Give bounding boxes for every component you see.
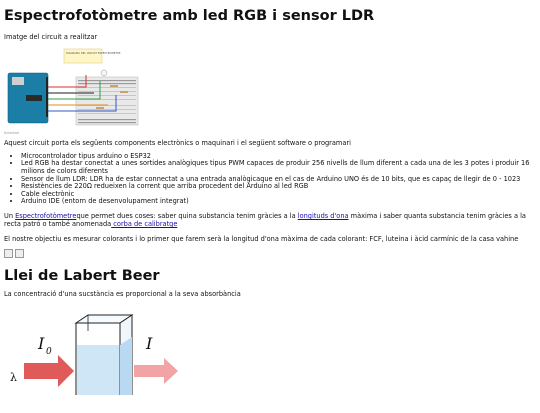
cuvette-illustration: I 0 I λ bbox=[10, 313, 178, 404]
circuit-image: DIAGRAMA DEL CIRCUIT ESPECTROMETRE tinke… bbox=[4, 47, 139, 136]
list-item: Led RGB ha destar conectat a unes sortid… bbox=[21, 160, 536, 175]
wavelength-link[interactable]: longituds d'ona bbox=[297, 211, 349, 220]
beer-lambert-text: La concentració d'una sucstància es prop… bbox=[4, 290, 241, 299]
components-list: Microcontrolador tipus arduino o ESP32 L… bbox=[4, 152, 536, 206]
incident-intensity-subscript: 0 bbox=[46, 347, 52, 357]
circuit-caption: Imatge del circuit a realitzar bbox=[4, 33, 98, 41]
incident-intensity-label: I bbox=[37, 334, 45, 353]
list-item: Microcontrolador tipus arduino o ESP32 bbox=[21, 152, 536, 161]
list-item: Resistències de 220Ω redueixen la corren… bbox=[21, 183, 536, 191]
broken-images bbox=[4, 249, 536, 259]
spectrophotometer-paragraph: Un Espectrofotòmetreque permet dues cose… bbox=[4, 211, 526, 229]
beer-lambert-figure: I 0 I λ bbox=[4, 305, 204, 404]
list-item: Arduino IDE (entorn de desenvolupament i… bbox=[21, 198, 536, 206]
spectrophotometer-link[interactable]: Espectrofotòmetre bbox=[15, 211, 77, 220]
broken-image-icon bbox=[15, 249, 24, 259]
objective-paragraph: El nostre objectiu es mesurar colorants … bbox=[4, 234, 519, 243]
image-credit: tinkerkad bbox=[4, 131, 19, 136]
calibration-curve-link[interactable]: corba de calibratge bbox=[111, 220, 178, 229]
circuit-diagram-illustration: DIAGRAMA DEL CIRCUIT ESPECTROMETRE bbox=[7, 49, 139, 126]
broken-image-icon bbox=[4, 249, 13, 259]
lambda-label: λ bbox=[10, 371, 17, 384]
transmitted-intensity-label: I bbox=[145, 334, 153, 353]
page: Espectrofotòmetre amb led RGB i sensor L… bbox=[0, 8, 540, 404]
intro-text: Aquest circuit porta els següents compon… bbox=[4, 139, 351, 148]
list-item: Sensor de llum LDR: LDR ha de estar conn… bbox=[21, 175, 536, 184]
section-title-beer-lambert: Llei de Labert Beer bbox=[4, 268, 160, 285]
breadboard-note: DIAGRAMA DEL CIRCUIT ESPECTROMETRE bbox=[66, 51, 121, 55]
list-item: Cable electrònic bbox=[21, 190, 536, 199]
page-title: Espectrofotòmetre amb led RGB i sensor L… bbox=[4, 8, 375, 24]
